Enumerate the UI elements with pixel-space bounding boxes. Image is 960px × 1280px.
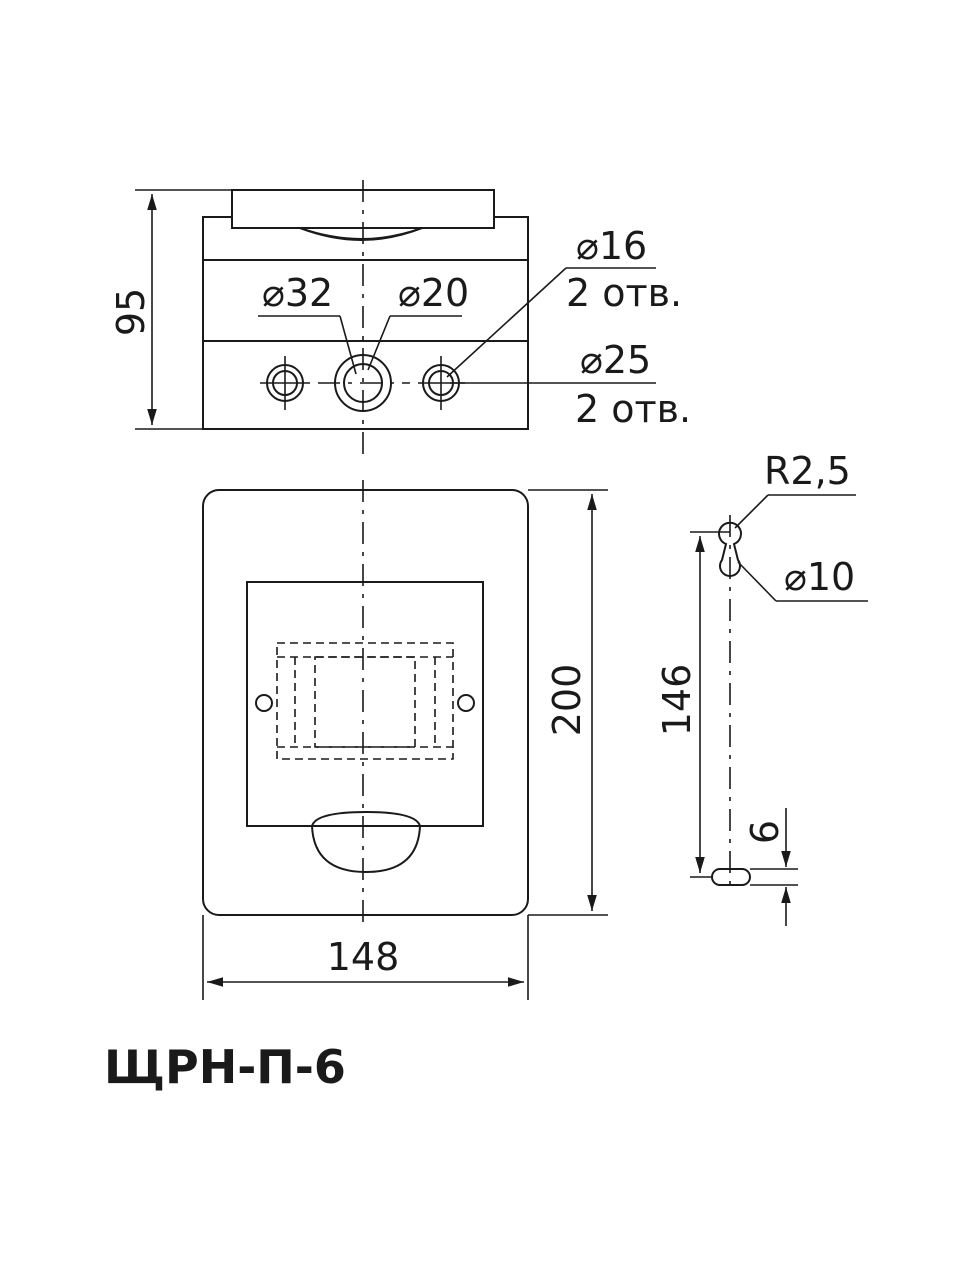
entry-hole-left: [260, 356, 310, 410]
large-hole-count: 2 отв.: [575, 387, 691, 431]
front-width-dimension-label: 148: [327, 935, 400, 979]
model-title: ЩРН-П-6: [104, 1040, 346, 1094]
front-screw-left: [255, 694, 273, 712]
small-hole-count: 2 отв.: [566, 271, 682, 315]
center-hole-outer-diameter: ⌀32: [262, 271, 333, 315]
mount-spacing-label: 146: [655, 664, 699, 737]
front-height-dimension-label: 200: [545, 664, 589, 737]
height-dimension-label: 95: [109, 288, 153, 336]
front-screw-right: [457, 694, 475, 712]
large-hole-diameter: ⌀25: [580, 338, 651, 382]
front-view-window: [246, 581, 484, 827]
center-hole-inner-diameter: ⌀20: [398, 271, 469, 315]
front-view: 200 148: [202, 480, 608, 1000]
top-view: 95 ⌀32 ⌀20 ⌀16 2 отв. ⌀25 2 отв.: [109, 180, 691, 455]
keyhole-diameter-label: ⌀10: [784, 555, 855, 599]
din-module-hidden-outline: [276, 642, 454, 760]
slot-width-label: 6: [743, 820, 787, 844]
top-view-body: [202, 216, 529, 430]
bottom-mount-slot: [711, 868, 751, 886]
front-view-body: [202, 489, 529, 916]
radius-label: R2,5: [764, 449, 851, 493]
front-latch: [310, 810, 422, 874]
mounting-detail: R2,5 ⌀10 146 6: [655, 449, 868, 926]
keyhole-slot: [718, 521, 742, 577]
small-hole-diameter: ⌀16: [576, 224, 647, 268]
